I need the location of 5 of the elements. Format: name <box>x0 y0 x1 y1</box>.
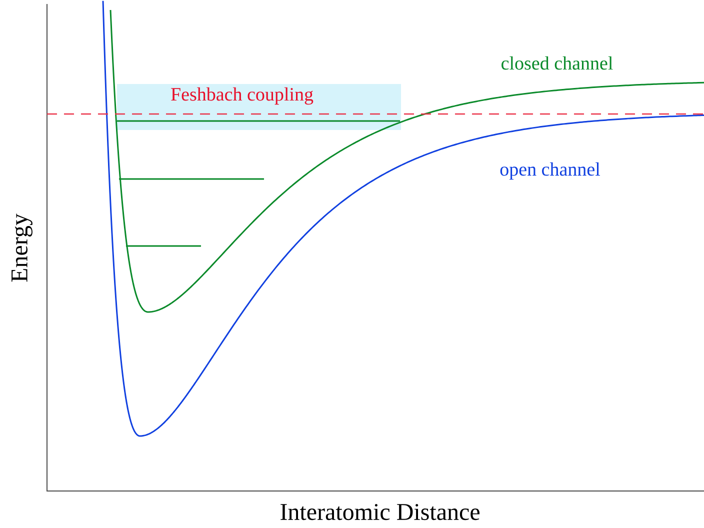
channel-label: closed channel <box>502 56 613 70</box>
axis-label: Energy <box>12 214 32 282</box>
channel-label: open channel <box>500 162 600 180</box>
axis-label: Interatomic Distance <box>280 504 480 520</box>
coupling-band: Feshbach coupling <box>117 84 401 130</box>
